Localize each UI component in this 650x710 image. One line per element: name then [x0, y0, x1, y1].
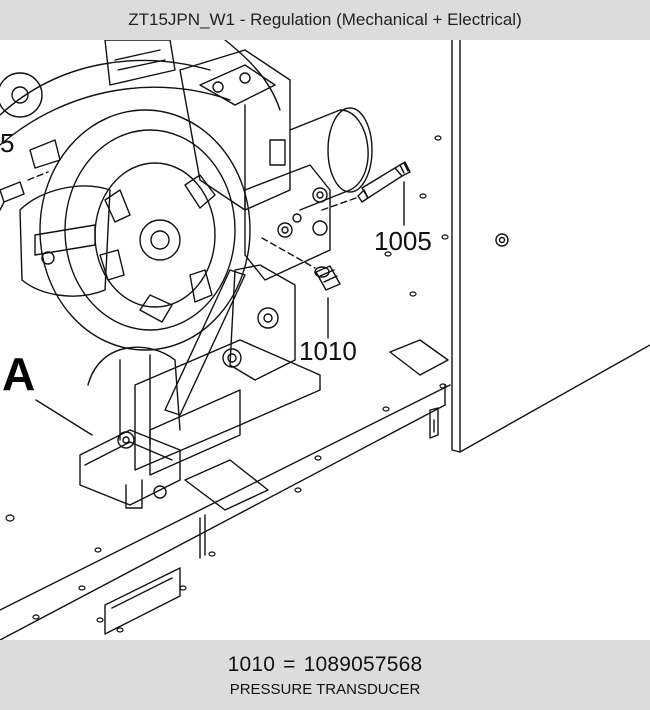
drawing-canvas: 1005 1010 5 A: [0, 40, 650, 640]
regulator-assembly: [0, 40, 373, 509]
part-reference: 1010: [227, 652, 276, 676]
page-title: ZT15JPN_W1 - Regulation (Mechanical + El…: [128, 10, 522, 29]
floor-holes: [5, 135, 449, 633]
item-1005-fitting: [321, 161, 411, 226]
part-number-line: 1010 = 1089057568: [228, 653, 423, 677]
item-1010-pressure-transducer: [261, 237, 341, 339]
item-5-component: [0, 139, 61, 211]
base-frame: [0, 339, 451, 640]
view-letter-label: A: [2, 348, 35, 400]
side-panel: [451, 40, 650, 453]
header-bar: ZT15JPN_W1 - Regulation (Mechanical + El…: [0, 0, 650, 40]
part-description: PRESSURE TRANSDUCER: [229, 680, 421, 698]
callout-1010-label[interactable]: 1010: [299, 336, 357, 366]
part-info-footer: 1010 = 1089057568 PRESSURE TRANSDUCER: [0, 640, 650, 710]
view-a-leader-line: [35, 399, 93, 436]
part-number: 1089057568: [303, 652, 423, 676]
equals-sign: =: [283, 652, 296, 676]
exploded-view-drawing[interactable]: 1005 1010 5 A: [0, 40, 650, 640]
callout-5-label[interactable]: 5: [0, 128, 14, 158]
callout-1005-label[interactable]: 1005: [374, 226, 432, 256]
